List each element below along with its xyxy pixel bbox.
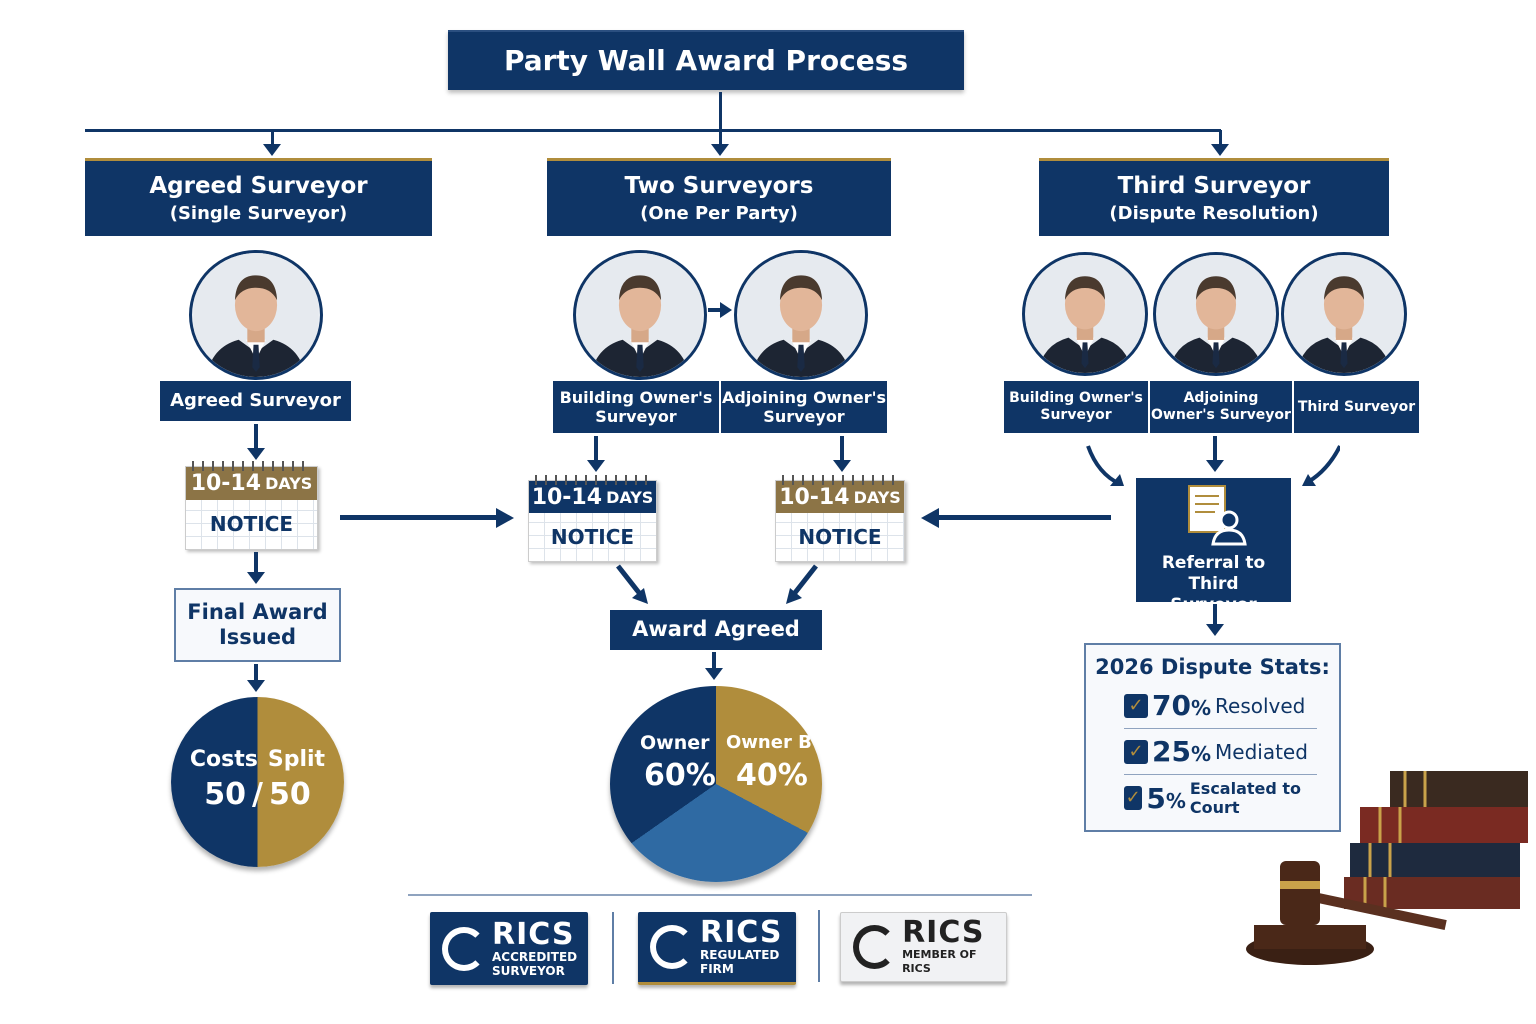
header-subtitle: (Single Surveyor) (169, 203, 348, 224)
arrow-right-icon (720, 302, 732, 318)
rics-lion-icon (442, 926, 486, 971)
avatar-adjoining-owner-surveyor (734, 250, 868, 380)
arrow-left-icon (921, 508, 939, 528)
pie-label: Owner (640, 732, 710, 754)
document-person-icon (1187, 485, 1247, 546)
pie-separator: / (252, 777, 263, 812)
pie-label: Owner B (726, 732, 812, 753)
checkbox-icon: ✓ (1124, 693, 1148, 718)
connector (85, 129, 1221, 132)
header-agreed-surveyor: Agreed Surveyor (Single Surveyor) (85, 158, 432, 236)
role-label: Third Surveyor (1294, 381, 1419, 433)
divider (408, 894, 1032, 896)
arrow-down-icon (711, 144, 729, 156)
converging-arrows (616, 564, 818, 604)
final-award-box: Final Award Issued (174, 588, 341, 662)
converging-arrows (1086, 445, 1340, 486)
owner-split-pie: Owner 60% Owner B 40% (610, 686, 822, 882)
arrow-down-icon (833, 460, 851, 472)
arrow-down-icon (587, 460, 605, 472)
connector (719, 130, 722, 146)
header-title: Agreed Surveyor (149, 173, 368, 199)
arrow-down-icon (263, 144, 281, 156)
page-title: Party Wall Award Process (448, 30, 964, 90)
role-label: Adjoining Owner's Surveyor (721, 381, 887, 433)
role-label: Adjoining Owner's Surveyor (1150, 381, 1292, 433)
law-books-gavel-illustration (1246, 771, 1528, 965)
role-label: Building Owner's Surveyor (1004, 381, 1148, 433)
header-subtitle: (Dispute Resolution) (1109, 203, 1319, 224)
connector (1219, 130, 1222, 146)
arrow-down-icon (247, 680, 265, 692)
arrow-down-icon (247, 572, 265, 584)
avatar-adjoining-owner-surveyor (1153, 252, 1279, 376)
pie-value: 40% (736, 758, 808, 793)
checkbox-icon: ✓ (1124, 739, 1148, 764)
costs-split-pie: Costs Split 50 / 50 (171, 697, 344, 867)
avatar-third-surveyor (1281, 252, 1407, 376)
avatar-building-owner-surveyor (573, 250, 707, 380)
header-two-surveyors: Two Surveyors (One Per Party) (547, 158, 891, 236)
arrow-down-icon (1206, 624, 1224, 636)
checkbox-icon: ✓ (1124, 786, 1143, 810)
stat-row: ✓25%Mediated (1124, 729, 1317, 775)
arrow-down-icon (247, 448, 265, 460)
stats-title: 2026 Dispute Stats: (1095, 655, 1330, 679)
stat-row: ✓70%Resolved (1124, 683, 1317, 729)
header-title: Two Surveyors (624, 173, 814, 199)
pie-label: Split (267, 747, 326, 772)
rics-lion-icon (650, 925, 694, 969)
arrow-down-icon (1211, 144, 1229, 156)
stat-row: ✓5%Escalated to Court (1124, 779, 1302, 817)
connector (719, 92, 722, 130)
arrow-down-icon (1206, 460, 1224, 472)
arrow-right-icon (496, 508, 514, 528)
pie-value: 50 (268, 777, 311, 812)
avatar-agreed-surveyor (189, 250, 323, 380)
connector (271, 130, 274, 146)
award-agreed-box: Award Agreed (610, 610, 822, 650)
pie-value: 60% (644, 758, 716, 793)
pie-value: 50 (204, 777, 247, 812)
connector (708, 308, 722, 312)
avatar-building-owner-surveyor (1022, 252, 1148, 376)
dispute-stats-box: 2026 Dispute Stats: ✓70%Resolved ✓25%Med… (1084, 643, 1341, 832)
header-title: Third Surveyor (1117, 173, 1311, 199)
role-label: Building Owner's Surveyor (553, 381, 719, 433)
referral-box: Referral to Third Surveyor (1136, 478, 1291, 615)
pie-label: Costs (189, 747, 258, 772)
role-label: Agreed Surveyor (160, 381, 351, 421)
rics-lion-icon (853, 925, 897, 969)
header-third-surveyor: Third Surveyor (Dispute Resolution) (1039, 158, 1389, 236)
arrow-down-icon (705, 668, 723, 680)
header-subtitle: (One Per Party) (640, 203, 798, 224)
